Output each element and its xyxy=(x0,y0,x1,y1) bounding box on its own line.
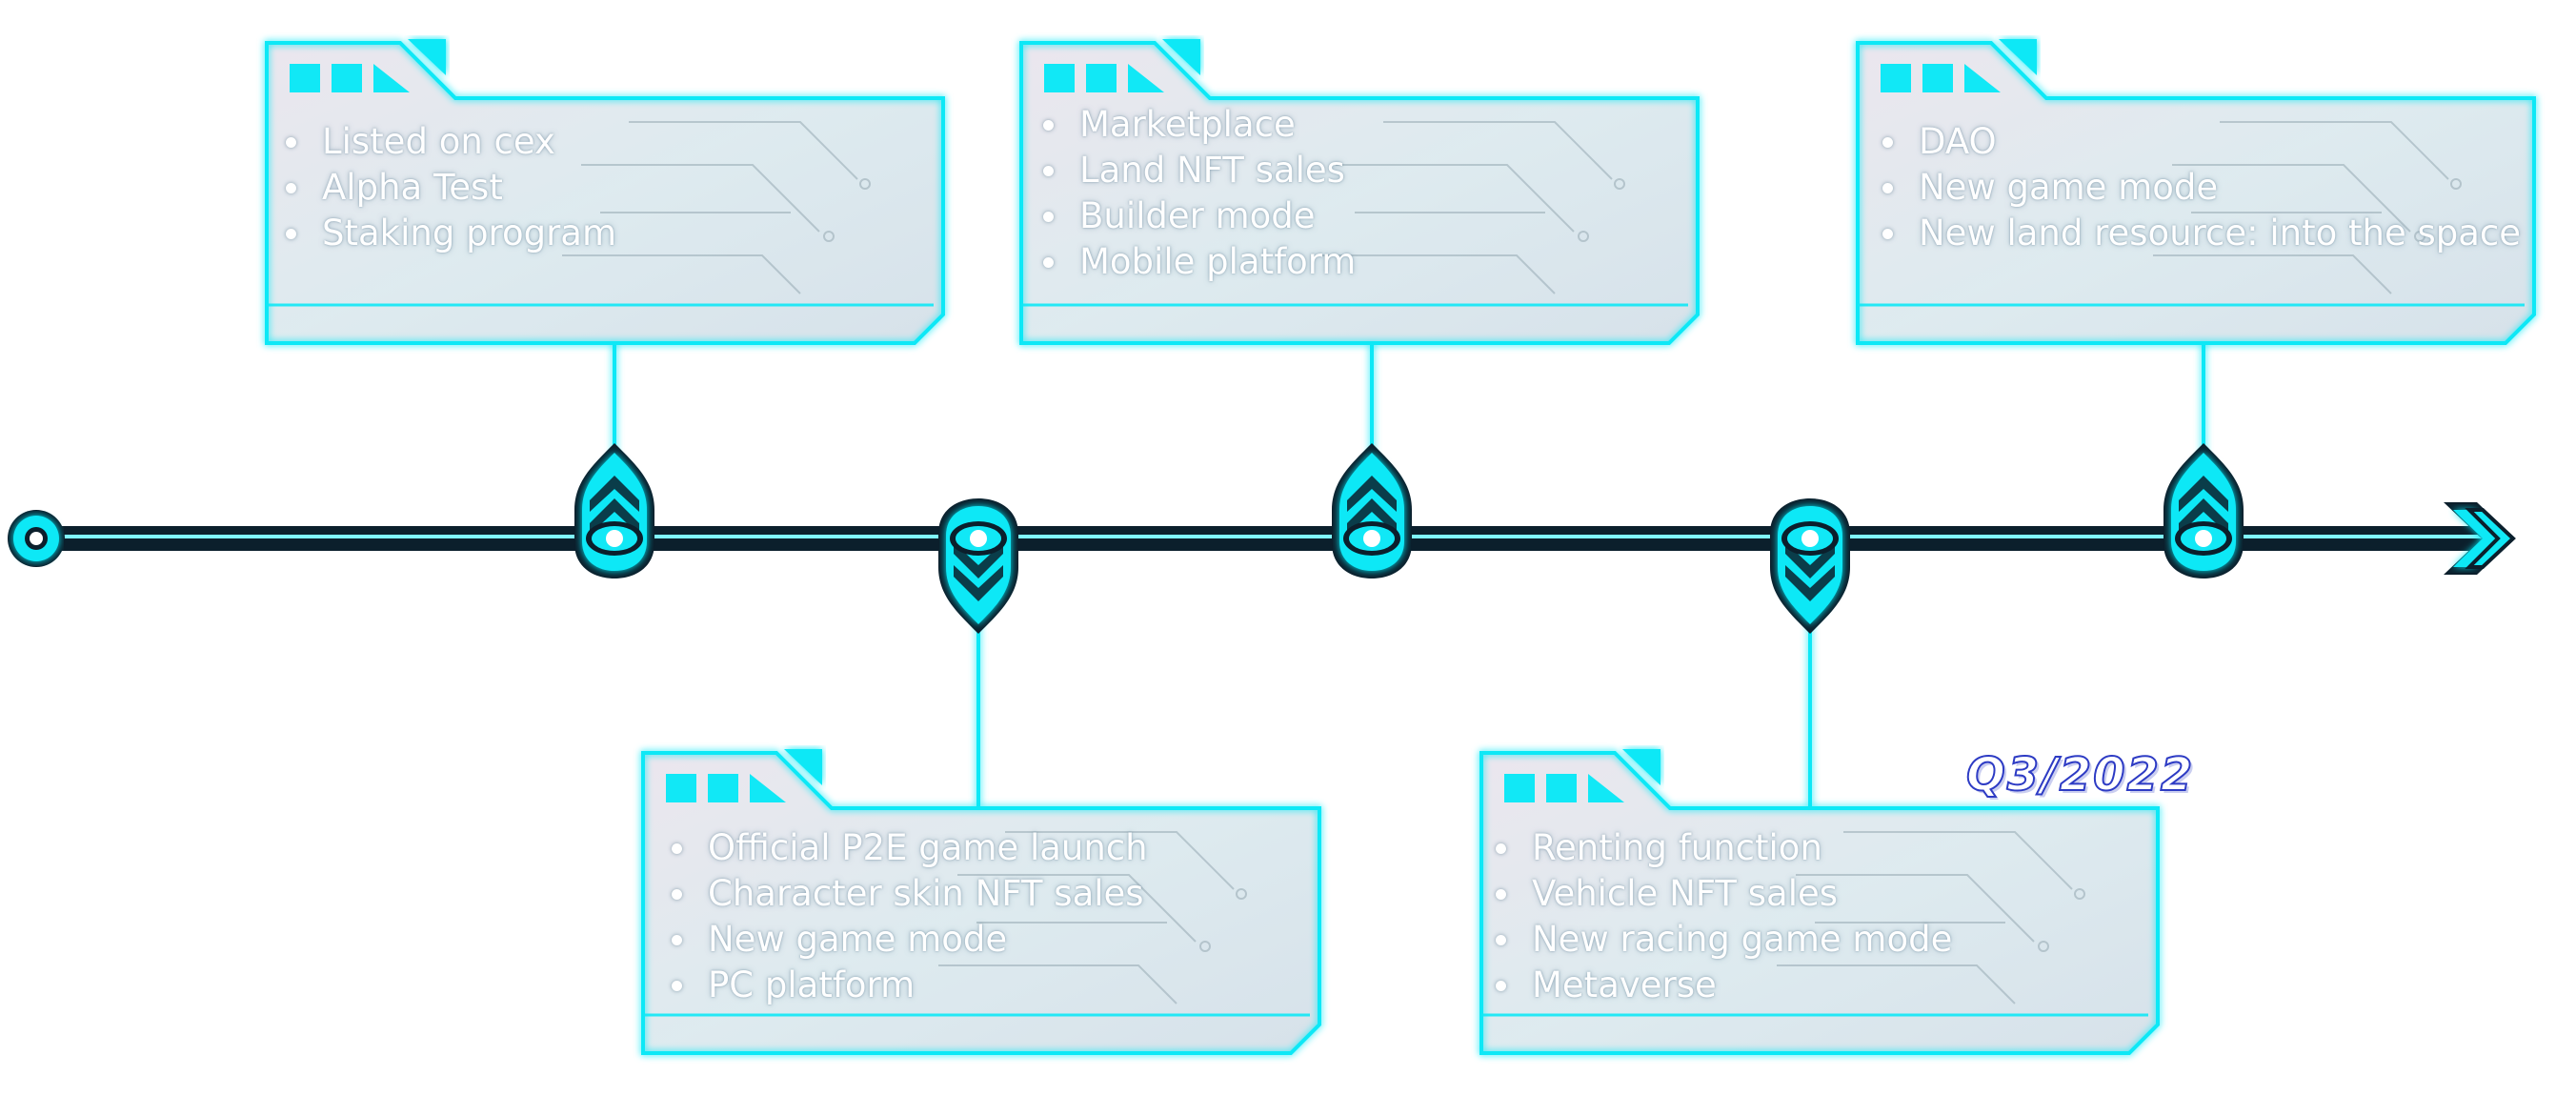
tab-square-icon xyxy=(1546,774,1577,802)
card-3-item-2: Land NFT sales xyxy=(1026,148,1356,193)
card-1-item-3: Staking program xyxy=(269,211,616,256)
tab-triangle-icon xyxy=(1128,64,1164,92)
tab-square-icon xyxy=(290,64,320,92)
card-3-item-3: Builder mode xyxy=(1026,193,1356,239)
tab-triangle-icon xyxy=(750,774,786,802)
tab-square-icon xyxy=(1922,64,1953,92)
card-2-item-4: PC platform xyxy=(654,963,1148,1008)
card-1-item-2: Alpha Test xyxy=(269,165,616,211)
card-5-list: DAO New game mode New land resource: int… xyxy=(1865,119,2521,256)
tab-square-icon xyxy=(1504,774,1535,802)
corner-accent-icon xyxy=(784,749,822,785)
milestone-marker-icon xyxy=(2163,443,2244,578)
quarter-label: Q3/2022 xyxy=(1965,747,2195,802)
corner-accent-icon xyxy=(1999,39,2037,75)
card-1-list: Listed on cex Alpha Test Staking program xyxy=(269,119,616,256)
tab-square-icon xyxy=(708,774,738,802)
tab-square-icon xyxy=(666,774,696,802)
card-4-item-2: Vehicle NFT sales xyxy=(1479,871,1952,917)
timeline-axis xyxy=(26,526,2508,551)
card-3-panel xyxy=(1019,39,1700,345)
card-4-list: Renting function Vehicle NFT sales New r… xyxy=(1479,825,1952,1008)
card-4-panel xyxy=(1479,749,2160,1055)
card-5-panel xyxy=(1856,39,2536,345)
card-5-item-3: New land resource: into the space xyxy=(1865,211,2521,256)
milestone-marker-icon xyxy=(1770,498,1850,634)
timeline-start-ring-icon xyxy=(8,510,65,567)
milestone-marker-icon xyxy=(574,443,654,578)
card-5-item-1: DAO xyxy=(1865,119,2521,165)
tab-square-icon xyxy=(1044,64,1075,92)
corner-accent-icon xyxy=(1622,749,1660,785)
tab-square-icon xyxy=(1881,64,1911,92)
card-2-list: Official P2E game launch Character skin … xyxy=(654,825,1148,1008)
tab-triangle-icon xyxy=(373,64,410,92)
corner-accent-icon xyxy=(1162,39,1200,75)
milestone-marker-icon xyxy=(1332,443,1412,578)
card-2-item-3: New game mode xyxy=(654,917,1148,963)
card-4-item-3: New racing game mode xyxy=(1479,917,1952,963)
card-3-item-4: Mobile platform xyxy=(1026,239,1356,285)
corner-accent-icon xyxy=(408,39,446,75)
timeline-end-arrow-icon xyxy=(2444,502,2516,575)
card-5-item-2: New game mode xyxy=(1865,165,2521,211)
card-3-item-1: Marketplace xyxy=(1026,102,1356,148)
card-3-list: Marketplace Land NFT sales Builder mode … xyxy=(1026,102,1356,285)
card-2-item-1: Official P2E game launch xyxy=(654,825,1148,871)
tab-square-icon xyxy=(1086,64,1117,92)
tab-triangle-icon xyxy=(1588,774,1624,802)
card-1-item-1: Listed on cex xyxy=(269,119,616,165)
tab-square-icon xyxy=(332,64,362,92)
tab-triangle-icon xyxy=(1964,64,2001,92)
card-2-panel xyxy=(641,749,1321,1055)
card-1-panel xyxy=(265,39,945,345)
card-4-item-1: Renting function xyxy=(1479,825,1952,871)
card-4-item-4: Metaverse xyxy=(1479,963,1952,1008)
card-2-item-2: Character skin NFT sales xyxy=(654,871,1148,917)
milestone-marker-icon xyxy=(938,498,1018,634)
